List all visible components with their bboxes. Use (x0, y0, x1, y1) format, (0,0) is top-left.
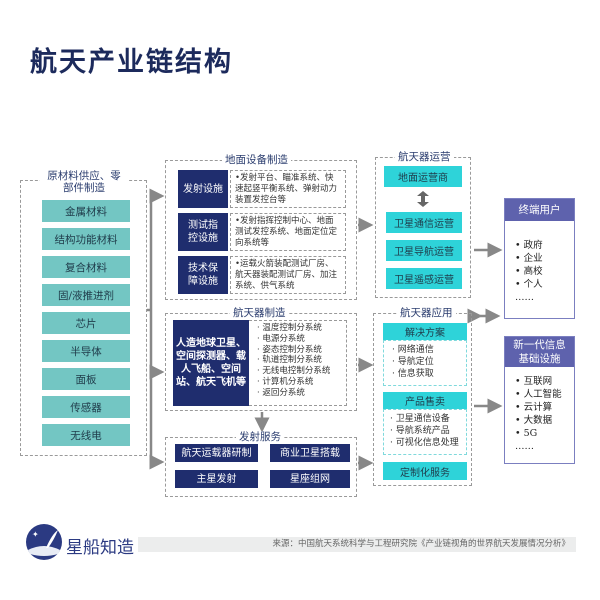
ground-label: 技术保障设施 (178, 256, 228, 294)
end-user-more: …… (515, 292, 534, 303)
operations-item: 卫星通信运营 (386, 212, 462, 233)
subsystem-item: · 姿态控制分系统 (257, 344, 322, 355)
product-item: · 卫星通信设备 (390, 414, 450, 424)
subsystem-item: · 轨道控制分系统 (257, 355, 322, 366)
infra-item: • 5G (515, 428, 538, 439)
infra-title: 新一代信息基础设施 (505, 337, 574, 367)
spacecraft-types: 人造地球卫星、空间探测器、载人飞船、空间站、航天飞机等 (173, 320, 249, 406)
end-user-item: • 高校 (515, 266, 543, 277)
ground-desc: •运载火箭装配测试厂房、航天器装配测试厂房、加注系统、供气系统 (230, 256, 346, 294)
subsystem-item: · 温度控制分系统 (257, 323, 322, 333)
ground-title: 地面设备制造 (222, 154, 291, 166)
solutions-header: 解决方案 (383, 323, 467, 340)
material-item: 金属材料 (42, 200, 130, 222)
operations-item: 卫星导航运营 (386, 240, 462, 261)
subsystem-item: · 返回分系统 (257, 387, 305, 398)
material-item: 面板 (42, 368, 130, 390)
subsystem-item: · 计算机分系统 (257, 376, 314, 387)
material-item: 半导体 (42, 340, 130, 362)
material-item: 复合材料 (42, 256, 130, 278)
end-user-item: • 个人 (515, 279, 543, 290)
operations-item: 地面运营商 (384, 166, 462, 187)
ground-label: 发射设施 (178, 170, 228, 208)
ground-desc: •发射指挥控制中心、地面测试发控系统、地面定位定向系统等 (230, 213, 346, 251)
brand-logo-icon: ✦ (26, 524, 62, 560)
brand-name: 星船知造 (66, 538, 134, 558)
end-user-item: • 企业 (515, 253, 543, 264)
infra-more: …… (515, 441, 534, 452)
solution-item: · 网络通信 (392, 345, 434, 355)
ground-label: 测试指控设施 (178, 213, 228, 251)
material-item: 传感器 (42, 396, 130, 418)
materials-title: 原材料供应、零部件制造 (40, 170, 128, 194)
spacecraft-title: 航天器制造 (230, 307, 289, 319)
infra-item: • 互联网 (515, 376, 553, 387)
operations-title: 航天器运营 (395, 151, 454, 163)
launch-item: 航天运载器研制 (175, 444, 258, 462)
launch-item: 主星发射 (175, 470, 258, 488)
subsystem-item: · 电源分系统 (257, 333, 305, 344)
products-header: 产品售卖 (383, 392, 467, 409)
infra-item: • 大数据 (515, 415, 553, 426)
end-user-item: • 政府 (515, 240, 543, 251)
product-item: · 可视化信息处理 (390, 438, 459, 448)
double-arrow-icon (417, 191, 429, 207)
applications-title: 航天器应用 (397, 307, 456, 319)
launch-item: 商业卫星搭载 (270, 444, 350, 462)
source-note: 来源：中国航天系统科学与工程研究院《产业链视角的世界航天发展情况分析》 (138, 537, 576, 552)
page-title: 航天产业链结构 (30, 47, 233, 78)
product-item: · 导航系统产品 (390, 426, 450, 436)
material-item: 固/液推进剂 (42, 284, 130, 306)
end-users-box: 终端用户 • 政府 • 企业 • 高校 • 个人 …… (504, 198, 575, 319)
material-item: 结构功能材料 (42, 228, 130, 250)
subsystem-item: · 无线电控制分系统 (257, 366, 331, 377)
material-item: 芯片 (42, 312, 130, 334)
infra-box: 新一代信息基础设施 • 互联网 • 人工智能 • 云计算 • 大数据 • 5G … (504, 336, 575, 464)
launch-item: 星座组网 (270, 470, 350, 488)
custom-service: 定制化服务 (383, 462, 467, 480)
material-item: 无线电 (42, 424, 130, 446)
infra-item: • 云计算 (515, 402, 553, 413)
end-users-title: 终端用户 (505, 199, 574, 221)
svg-text:✦: ✦ (32, 530, 39, 539)
operations-item: 卫星遥感运营 (386, 268, 462, 289)
solution-item: · 信息获取 (392, 369, 434, 379)
ground-desc: •发射平台、瞄准系统、快速起竖平衡系统、弹射动力装置发控台等 (230, 170, 346, 208)
launch-title: 发射服务 (236, 431, 284, 443)
infra-item: • 人工智能 (515, 389, 562, 400)
solution-item: · 导航定位 (392, 357, 434, 367)
